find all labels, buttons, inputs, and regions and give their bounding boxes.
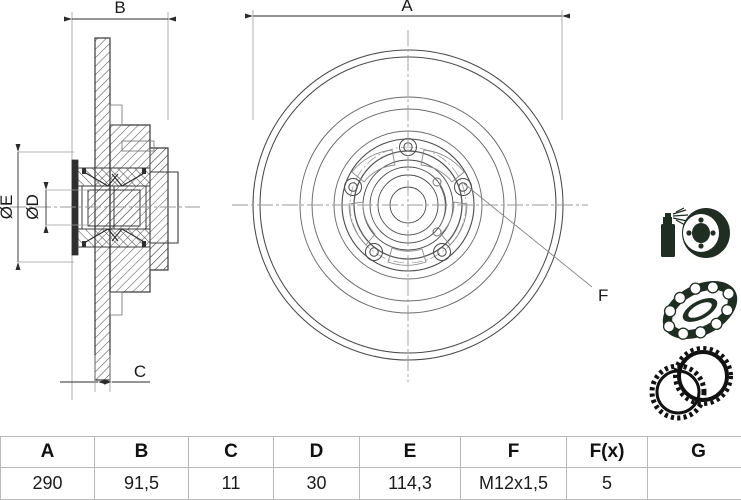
spec-header-e: E bbox=[360, 437, 461, 468]
spec-header-b: B bbox=[95, 437, 189, 468]
dimension-diameter-d: ØD bbox=[23, 190, 90, 225]
dimension-label-b: B bbox=[114, 0, 125, 17]
ball-bearing-icon bbox=[652, 268, 741, 352]
spec-table-value-row: 290 91,5 11 30 114,3 M12x1,5 5 bbox=[1, 468, 741, 500]
spec-header-c: C bbox=[189, 437, 274, 468]
spec-value-fx: 5 bbox=[567, 468, 648, 500]
dimension-label-c: C bbox=[134, 362, 146, 381]
face-center-lines bbox=[232, 30, 588, 382]
spec-header-f: F bbox=[461, 437, 567, 468]
section-view-group: B bbox=[0, 0, 200, 400]
dimension-label-e: ØE bbox=[0, 195, 16, 220]
dimension-label-a: A bbox=[401, 0, 413, 15]
dimension-label-d: ØD bbox=[23, 194, 42, 220]
spec-header-a: A bbox=[1, 437, 95, 468]
spec-header-g: G bbox=[648, 437, 741, 468]
dimension-spec-table: A B C D E F F(x) G 290 91,5 11 30 114,3 … bbox=[0, 436, 741, 500]
face-view-group: A bbox=[232, 0, 608, 382]
abs-encoder-ring-icon bbox=[652, 348, 731, 418]
spec-value-g bbox=[648, 468, 741, 500]
grease-spray-hub-icon bbox=[661, 208, 730, 258]
accessory-icon-column bbox=[652, 208, 741, 418]
spec-value-a: 290 bbox=[1, 468, 95, 500]
spec-header-d: D bbox=[274, 437, 360, 468]
spec-value-f: M12x1,5 bbox=[461, 468, 567, 500]
dimension-b: B bbox=[72, 0, 168, 19]
spec-header-fx: F(x) bbox=[567, 437, 648, 468]
callout-f: F bbox=[462, 182, 608, 305]
dimension-label-f: F bbox=[598, 286, 608, 305]
spec-value-b: 91,5 bbox=[95, 468, 189, 500]
spec-table-header-row: A B C D E F F(x) G bbox=[1, 437, 741, 468]
dimension-a: A bbox=[253, 0, 562, 120]
spec-value-e: 114,3 bbox=[360, 468, 461, 500]
spec-value-c: 11 bbox=[189, 468, 274, 500]
wheel-bearing-section bbox=[72, 160, 150, 255]
spec-value-d: 30 bbox=[274, 468, 360, 500]
